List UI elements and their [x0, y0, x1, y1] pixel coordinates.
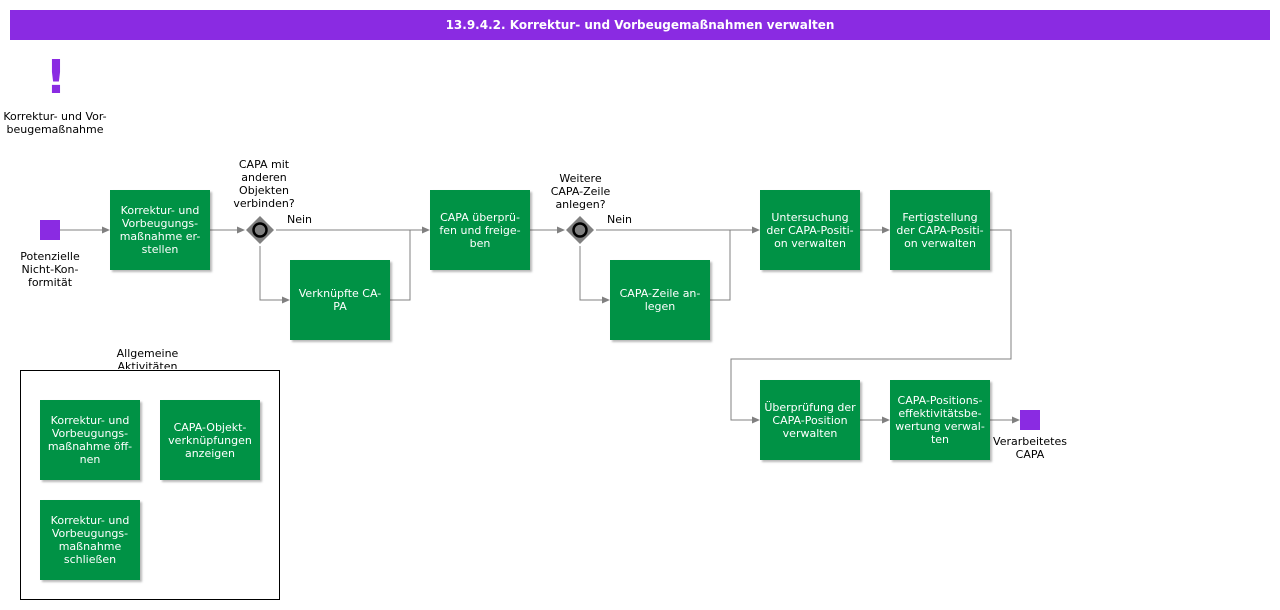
gateway-objekte [245, 215, 275, 245]
activity-effektivitaet[interactable]: CAPA-Positions-effektivitätsbe-wertung v… [890, 380, 990, 460]
end-event-label: Verarbeitetes CAPA [993, 435, 1067, 461]
activity-verknuepfte-capa[interactable]: Verknüpfte CA-PA [290, 260, 390, 340]
start-event-label: Potenzielle Nicht-Kon- formität [20, 250, 80, 289]
flow-fertigstellung-to-ueberpruefung [730, 229, 1012, 424]
activity-ueberpruefen[interactable]: CAPA überprü-fen und freige-ben [430, 190, 530, 270]
activity-oeffnen[interactable]: Korrektur- und Vorbeugungs-maßnahme öff-… [40, 400, 140, 480]
general-activities-group [20, 370, 280, 600]
flow-gateway2-yes [579, 246, 610, 304]
general-activities-title: Allgemeine Aktivitäten [116, 347, 179, 369]
activity-schliessen[interactable]: Korrektur- und Vorbeugungs-maßnahme schl… [40, 500, 140, 580]
gateway-zeile [565, 215, 595, 245]
activity-verknuepfungen-anzeigen[interactable]: CAPA-Objekt-verknüpfungen anzeigen [160, 400, 260, 480]
flow-gateway1-yes [259, 246, 290, 304]
gateway-zeile-no-label: Nein [607, 213, 633, 226]
trigger-label: Korrektur- und Vor- beugemaßnahme [3, 110, 107, 136]
exclamation-icon: ! [45, 50, 67, 104]
activity-erstellen[interactable]: Korrektur- und Vorbeugungs-maßnahme er-s… [110, 190, 210, 270]
start-event [40, 220, 60, 240]
flow-verknuepfte-merge [390, 230, 411, 301]
end-event [1020, 410, 1040, 430]
activity-zeile-anlegen[interactable]: CAPA-Zeile an-legen [610, 260, 710, 340]
activity-ueberpruefung-position[interactable]: Überprüfung der CAPA-Position verwalten [760, 380, 860, 460]
gateway-objekte-question: CAPA mit anderen Objekten verbinden? [233, 158, 295, 210]
gateway-zeile-question: Weitere CAPA-Zeile anlegen? [550, 172, 611, 211]
activity-untersuchung[interactable]: Untersuchung der CAPA-Positi-on verwalte… [760, 190, 860, 270]
gateway-objekte-no-label: Nein [287, 213, 313, 226]
activity-fertigstellung[interactable]: Fertigstellung der CAPA-Positi-on verwal… [890, 190, 990, 270]
page-title: 13.9.4.2. Korrektur- und Vorbeugemaßnahm… [10, 10, 1270, 40]
flow-zeile-merge [710, 230, 731, 301]
